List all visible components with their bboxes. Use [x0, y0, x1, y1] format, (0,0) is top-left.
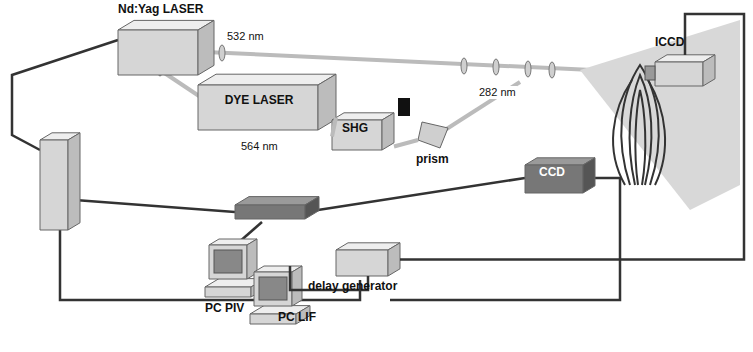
device-box — [235, 197, 319, 219]
laser-beam — [394, 140, 418, 147]
device-label: PC PIV — [205, 301, 244, 315]
device-label: delay generator — [308, 279, 397, 293]
device-box — [254, 266, 302, 306]
device-box — [332, 113, 394, 150]
device-label: PC LIF — [278, 310, 316, 324]
laser-beam — [332, 118, 336, 137]
device-box — [209, 239, 257, 279]
camera-lens — [645, 66, 655, 80]
device-label: prism — [416, 152, 449, 166]
monitor-screen — [214, 250, 242, 273]
device-box — [336, 243, 400, 276]
device-node: PC LIF — [250, 266, 310, 324]
device-node: prism — [418, 122, 448, 148]
device-node: Nd:Yag LASER — [118, 20, 214, 75]
device-node: PC PIV — [205, 239, 265, 297]
device-node: DYE LASER — [198, 75, 336, 130]
device-box — [198, 74, 336, 130]
device-node: delay generator — [336, 243, 400, 276]
device-node: ICCD — [645, 55, 715, 86]
device-node: SHG — [332, 113, 394, 150]
signal-cable — [400, 14, 744, 260]
wavelength-label: 282 nm — [478, 86, 517, 99]
device-node: CCD — [525, 158, 595, 193]
device-label: DYE LASER — [225, 93, 294, 107]
wavelength-label: 564 nm — [240, 140, 279, 153]
prism-shape — [418, 122, 448, 148]
device-box — [525, 158, 595, 193]
device-label: Nd:Yag LASER — [118, 2, 203, 16]
device-box — [118, 20, 214, 75]
device-label: CCD — [539, 165, 565, 179]
monitor-screen — [259, 277, 287, 300]
wavelength-label: 532 nm — [226, 30, 265, 43]
device-label: ICCD — [655, 35, 684, 49]
device-label: SHG — [342, 121, 368, 135]
device-box — [40, 133, 80, 230]
device-box — [655, 55, 715, 86]
